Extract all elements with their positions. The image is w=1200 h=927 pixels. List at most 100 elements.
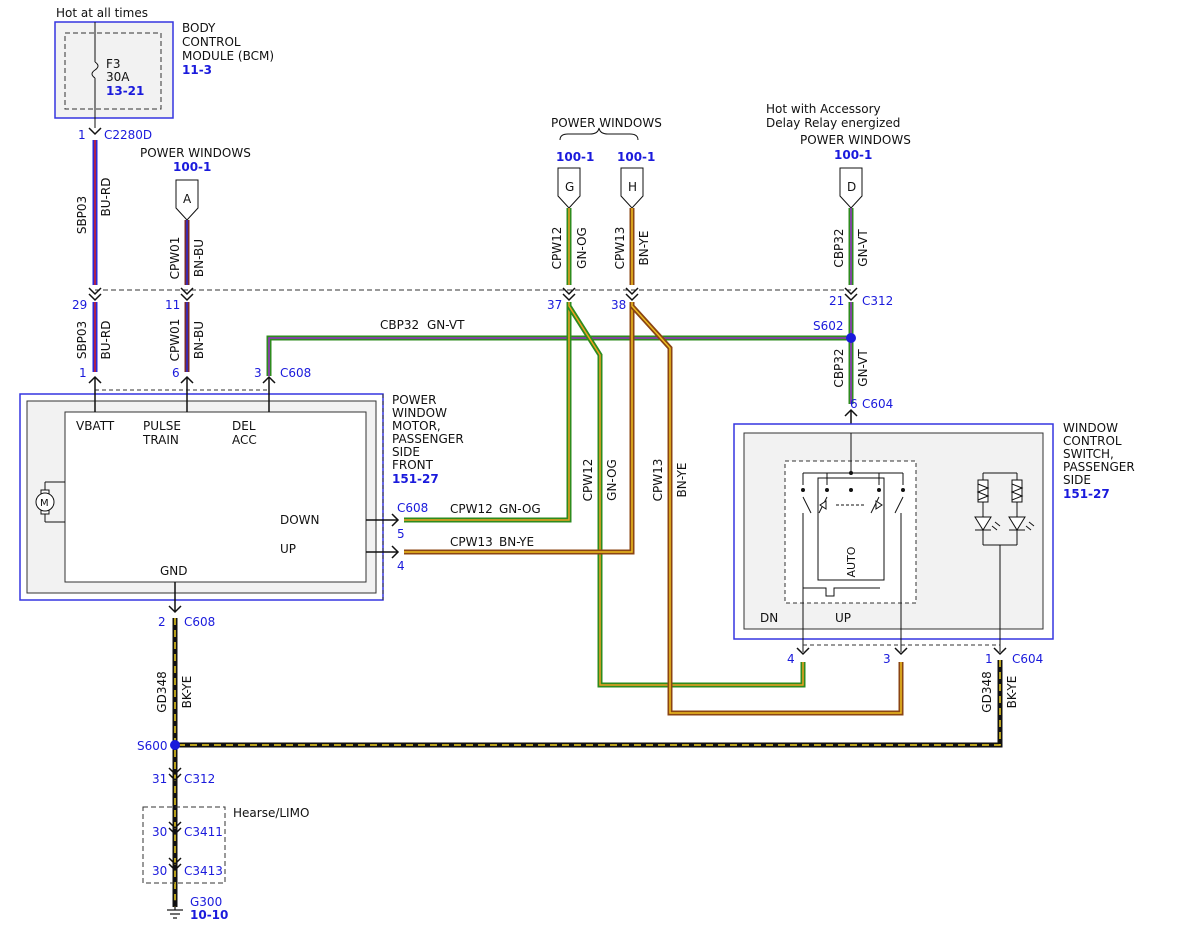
wcs-ref[interactable]: 151-27 [1063,487,1110,501]
connector-chevrons-c312 [88,287,858,302]
motor-m-label: M [40,498,49,509]
pin-29: 29 [72,298,87,312]
connector-chevron-icon [88,127,102,136]
pin-31-c312: 31 [152,772,167,786]
switch-bottom-pins [796,647,1007,656]
bcm-label-1: BODY [182,21,216,35]
window-control-switch [733,423,1054,640]
wire-bu-rd-label: BU-RD [99,178,113,217]
fuse-rating: 30A [106,70,130,84]
pin-1-c608: 1 [79,366,87,380]
switch-dn-label: DN [760,611,778,625]
wire-gn-vt-label-lower: GN-VT [856,349,870,387]
connector-c604-top: C604 [862,397,893,411]
bcm-label-3: MODULE (BCM) [182,49,274,63]
wire-cpw13-label: CPW13 [613,227,627,270]
pin-30-c3411: 30 [152,825,167,839]
splice-s602-label: S602 [813,319,844,333]
fuse-icon [91,61,99,79]
wire-gn-og-label-mid: GN-OG [605,459,619,501]
wire-cpw13-run [404,302,904,716]
wcs-label-3: SWITCH, [1063,447,1114,461]
connector-h-flag [620,167,644,209]
pin-1-c604: 1 [985,652,993,666]
motor-side-pins [366,513,400,559]
pw-right-ref[interactable]: 100-1 [834,148,872,162]
wire-cpw01-label-lower: CPW01 [168,319,182,362]
wire-bn-ye-h-label: BN-YE [499,535,534,549]
connector-g-flag [557,167,581,209]
pwm-label-3: MOTOR, [392,419,441,433]
power-window-motor-module [19,389,384,601]
pw-right-title: POWER WINDOWS [800,133,911,147]
connector-d-label: D [847,180,856,194]
wire-cpw01-label: CPW01 [168,237,182,280]
pin-label-up: UP [280,542,296,556]
pwm-label-6: FRONT [392,458,434,472]
wire-bk-ye-label: BK-YE [180,676,194,709]
switch-contacts [802,433,904,652]
connector-c608-bot: C608 [184,615,215,629]
pin-4-c608: 4 [397,559,405,573]
wire-gn-og-label: GN-OG [575,227,589,269]
pin-30-c3413: 30 [152,864,167,878]
pw-top-title: POWER WINDOWS [551,116,662,130]
pwm-label-2: WINDOW [392,406,447,420]
pin-label-acc: ACC [232,433,257,447]
connector-a-flag [175,179,199,221]
pin-label-vbatt: VBATT [76,419,115,433]
wire-bn-bu-label: BN-BU [192,239,206,277]
pin-label-down: DOWN [280,513,320,527]
pin-5-c608: 5 [397,527,405,541]
pin-37: 37 [547,298,562,312]
hot-acc-label-2: Delay Relay energized [766,116,900,130]
splice-s602 [846,333,856,343]
wire-cbp32-h-label: CBP32 [380,318,419,332]
hot-acc-label-1: Hot with Accessory [766,102,881,116]
connector-h-label: H [628,180,637,194]
wcs-label-1: WINDOW [1063,421,1118,435]
switch-indicators [974,472,1035,652]
switch-up-label: UP [835,611,851,625]
bcm-ref[interactable]: 11-3 [182,63,212,77]
hearse-limo-box [142,806,226,884]
pin-21: 21 [829,294,844,308]
ground-g300: G300 [190,895,222,909]
bcm-module: Hot at all times BODY CONTROL MODULE (BC… [54,6,274,128]
pin-6-c608: 6 [172,366,180,380]
motor-icon [35,481,65,523]
pin-6-c604: 6 [850,397,858,411]
pw-g-ref[interactable]: 100-1 [556,150,594,164]
connector-c3413: C3413 [184,864,223,878]
wire-sbp03-label: SBP03 [75,196,89,234]
pin-label-del: DEL [232,419,256,433]
motor-gnd-pin [168,582,182,614]
brace-icon [559,127,639,141]
connector-c2280d: C2280D [104,128,152,142]
wire-bn-ye-label-mid: BN-YE [675,462,689,497]
pin-label-pulse: PULSE [143,419,181,433]
wire-bk-ye-label-right: BK-YE [1005,676,1019,709]
connector-c312-top: C312 [862,294,893,308]
pin-1-c2280d: 1 [78,128,86,142]
fuse-ref[interactable]: 13-21 [106,84,144,98]
connector-c608-mid: C608 [397,501,428,515]
ground-icon [167,900,183,919]
pin-11: 11 [165,298,180,312]
pwm-ref[interactable]: 151-27 [392,472,439,486]
pw-left-ref[interactable]: 100-1 [173,160,211,174]
wire-cbp32-label: CBP32 [832,228,846,267]
ground-g300-ref[interactable]: 10-10 [190,908,228,922]
splice-s600 [170,740,180,750]
switch-contact-dots [801,471,905,492]
pin-2-c608: 2 [158,615,166,629]
wire-cpw13-h-label: CPW13 [450,535,493,549]
wire-cpw12-label-mid: CPW12 [581,459,595,502]
wcs-label-2: CONTROL [1063,434,1122,448]
pwm-label-4: PASSENGER [392,432,464,446]
pwm-label-1: POWER [392,393,436,407]
wire-gd348-right [175,660,1003,748]
wcs-label-5: SIDE [1063,473,1091,487]
pw-h-ref[interactable]: 100-1 [617,150,655,164]
